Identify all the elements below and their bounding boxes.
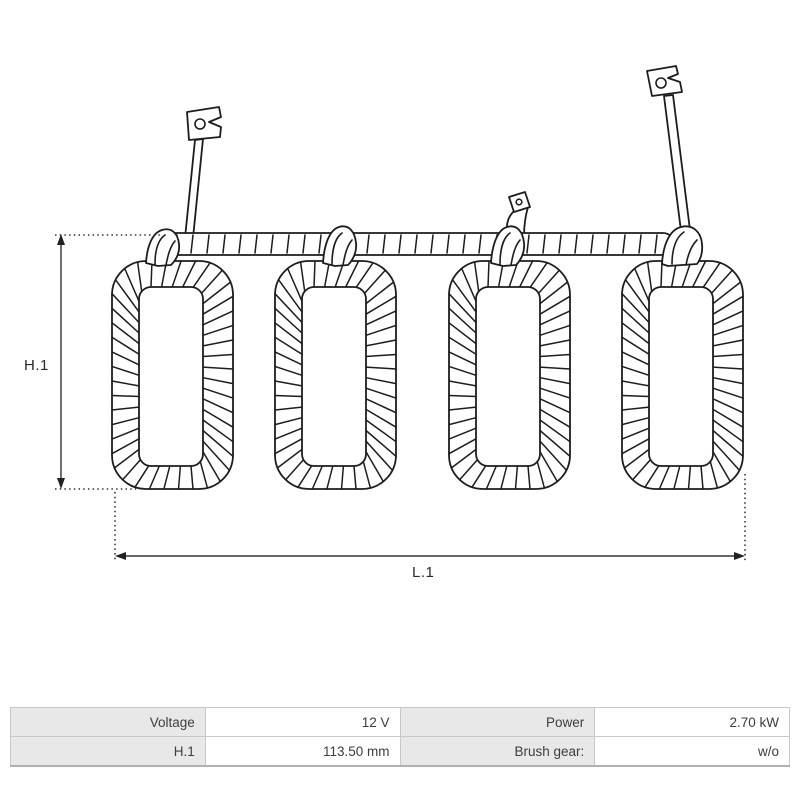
- field-coil-drawing: H.1 L.1: [24, 65, 746, 581]
- spec-value-power: 2.70 kW: [594, 707, 790, 737]
- spec-label-voltage: Voltage: [10, 707, 206, 737]
- spec-value-brush-gear: w/o: [594, 736, 790, 767]
- spec-value-h1: 113.50 mm: [204, 736, 401, 767]
- terminal-right: [646, 65, 683, 97]
- coil-2-wire-wrap: [322, 225, 358, 267]
- terminal-lead-left: [184, 138, 204, 239]
- terminal-left-hole: [194, 118, 206, 130]
- dimension-label-l1: L.1: [412, 564, 435, 581]
- spec-label-brush-gear: Brush gear:: [399, 736, 596, 767]
- coil-1-wire-wrap: [145, 228, 181, 267]
- bus-wire-winding: [174, 234, 658, 254]
- terminal-middle: [508, 191, 531, 213]
- spec-label-h1: H.1: [10, 736, 206, 767]
- spec-row-2: H.1 113.50 mm Brush gear: w/o: [10, 736, 790, 767]
- coils-group: [111, 260, 744, 490]
- terminal-right-hole: [655, 77, 667, 89]
- dimension-h1: [55, 234, 162, 490]
- coil-3: [448, 260, 571, 490]
- spec-row-1: Voltage 12 V Power 2.70 kW: [10, 707, 790, 737]
- dimension-label-h1: H.1: [24, 357, 49, 374]
- coil-4: [621, 260, 744, 490]
- terminal-left: [186, 106, 222, 141]
- diagram-svg: [55, 65, 746, 562]
- dimension-l1: [114, 474, 746, 562]
- coil-4-wire-wrap: [661, 225, 704, 267]
- coil-2: [274, 260, 397, 490]
- terminal-lead-right: [663, 94, 692, 240]
- coil-wire-wraps: [145, 225, 704, 267]
- coil-3-wire-wrap: [490, 225, 526, 267]
- coil-1: [111, 260, 234, 490]
- spec-table: Voltage 12 V Power 2.70 kW H.1 113.50 mm…: [10, 707, 790, 767]
- spec-label-power: Power: [399, 707, 596, 737]
- terminal-middle-hole: [515, 198, 523, 206]
- spec-value-voltage: 12 V: [204, 707, 401, 737]
